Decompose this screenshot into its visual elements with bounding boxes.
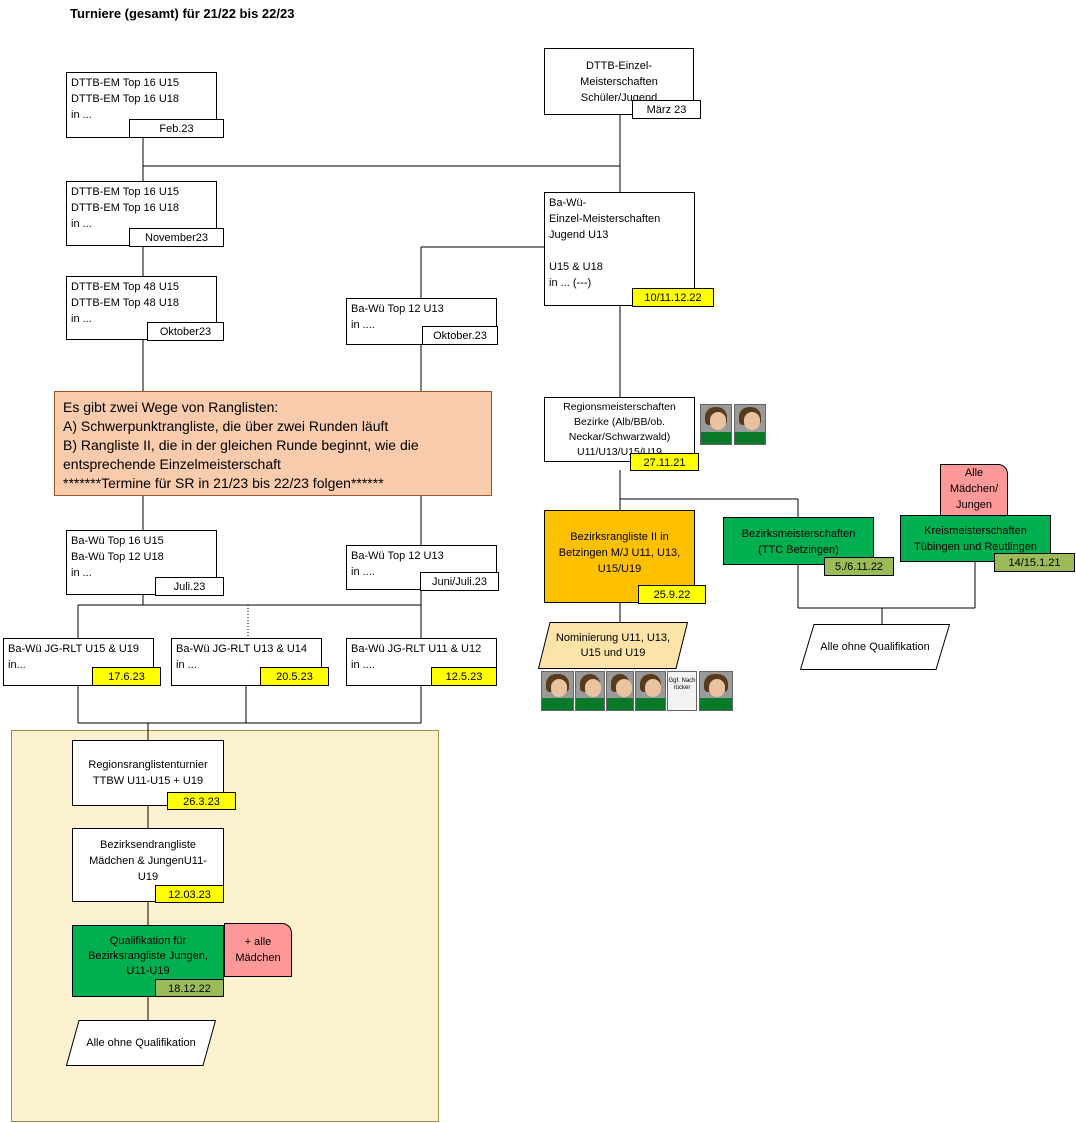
date-qualifikation: 18.12.22 bbox=[155, 979, 224, 997]
date-bawue-top16-jul: Juli.23 bbox=[155, 577, 224, 596]
date-rlt-u13-u14: 20.5.23 bbox=[260, 667, 329, 686]
player-photo bbox=[699, 671, 733, 711]
date-rlt-u11-u12: 12.5.23 bbox=[431, 667, 497, 686]
box-qualifikation: Qualifikation für Bezirksrangliste Junge… bbox=[72, 925, 224, 997]
box-bezirksrangliste-2: Bezirksrangliste II in Betzingen M/J U11… bbox=[544, 510, 695, 603]
date-dttb-top48-okt: Oktober23 bbox=[147, 322, 224, 341]
box-bezirksmeisterschaften: Bezirksmeisterschaften (TTC Betzingen) bbox=[723, 517, 874, 565]
date-dttb-einzel: März 23 bbox=[632, 100, 701, 119]
date-regionsmeisterschaften: 27.11.21 bbox=[630, 453, 699, 471]
player-photo bbox=[575, 671, 605, 711]
tab-alle-maedchen-jungen: Alle Mädchen/ Jungen bbox=[940, 464, 1008, 516]
player-photo bbox=[734, 404, 766, 445]
tab-plus-alle-maedchen: + alle Mädchen bbox=[224, 923, 292, 977]
shape-alle-ohne-qualifikation-right: Alle ohne Qualifikation bbox=[800, 624, 950, 670]
box-rlt-u15-u19: Ba-Wü JG-RLT U15 & U19 in... bbox=[3, 638, 154, 686]
player-photo bbox=[635, 671, 666, 711]
player-photo bbox=[606, 671, 634, 711]
box-bawue-einzel: Ba-Wü- Einzel-Meisterschaften Jugend U13… bbox=[544, 192, 695, 306]
box-kreismeisterschaften: Kreismeisterschaften Tübingen und Reutli… bbox=[900, 515, 1051, 562]
date-regionsranglistenturnier: 26.3.23 bbox=[167, 792, 236, 810]
date-bezirksrangliste-2: 25.9.22 bbox=[638, 585, 706, 604]
shape-alle-ohne-qualifikation-left: Alle ohne Qualifikation bbox=[66, 1020, 216, 1066]
note-ranglisten-info: Es gibt zwei Wege von Ranglisten: A) Sch… bbox=[54, 391, 492, 496]
date-bawue-einzel: 10/11.12.22 bbox=[632, 288, 714, 307]
date-bawue-top12-jun: Juni/Juli.23 bbox=[420, 572, 499, 591]
box-regionsmeisterschaften: Regionsmeisterschaften Bezirke (Alb/BB/o… bbox=[544, 397, 695, 462]
player-photo bbox=[541, 671, 574, 711]
date-kreismeisterschaften: 14/15.1.21 bbox=[994, 553, 1075, 572]
alle-ohne-label-right: Alle ohne Qualifikation bbox=[820, 640, 930, 653]
date-bezirksmeisterschaften: 5./6.11.22 bbox=[824, 557, 894, 576]
nominierung-label: Nominierung U11, U13, U15 und U19 bbox=[555, 631, 671, 659]
player-photo bbox=[700, 404, 732, 445]
date-rlt-u15-u19: 17.6.23 bbox=[92, 667, 161, 686]
box-rlt-u11-u12: Ba-Wü JG-RLT U11 & U12 in .... bbox=[346, 638, 497, 686]
nachruecker-label: Ggf. Nach rücker bbox=[667, 671, 697, 711]
box-regionsranglistenturnier: Regionsranglistenturnier TTBW U11-U15 + … bbox=[72, 740, 224, 806]
date-bawue-top12-okt: Oktober.23 bbox=[422, 326, 498, 345]
date-dttb-top16-nov: November23 bbox=[129, 228, 224, 247]
date-dttb-top16-feb: Feb.23 bbox=[129, 119, 224, 138]
shape-nominierung: Nominierung U11, U13, U15 und U19 bbox=[538, 622, 688, 669]
page-title: Turniere (gesamt) für 21/22 bis 22/23 bbox=[70, 6, 295, 21]
alle-ohne-label-left: Alle ohne Qualifikation bbox=[86, 1036, 196, 1049]
box-rlt-u13-u14: Ba-Wü JG-RLT U13 & U14 in ... bbox=[171, 638, 322, 686]
date-bezirksendrangliste: 12.03.23 bbox=[155, 885, 224, 903]
box-bezirksendrangliste: Bezirksendrangliste Mädchen & JungenU11-… bbox=[72, 828, 224, 902]
